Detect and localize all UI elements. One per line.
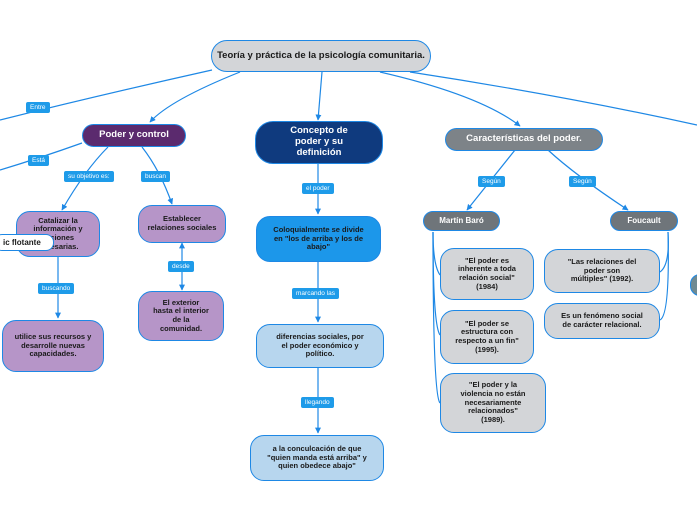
floating-topic-node[interactable]: ic flotante [0,234,54,251]
catalizar-text: Catalizar la información y acciones nece… [33,215,83,251]
poder-control-title: Poder y control [99,129,169,141]
concepto-title: Concepto de poder y su definición [290,125,348,158]
coloquialmente-text: Coloquialmente se divide en "los de arri… [273,225,364,252]
establecer-text: Establecer relaciones sociales [147,214,217,232]
diferencias-node[interactable]: diferencias sociales, por el poder econó… [256,324,384,368]
edge-root-right [409,71,697,126]
edge-root-poder [149,71,241,123]
label-segun-1[interactable]: Según [478,176,505,188]
foucault-name: Foucault [627,216,661,226]
exterior-text: El exterior hasta el interior de la comu… [153,297,209,333]
martin-item-1-text: "El poder es inherente a toda relación s… [458,255,516,291]
utilice-node[interactable]: utilice sus recursos y desarrolle nuevas… [2,320,104,372]
label-buscando[interactable]: buscando [38,283,75,295]
coloquialmente-node[interactable]: Coloquialmente se divide en "los de arri… [256,216,381,262]
martin-item-3-text: "El poder y la violencia no están necesa… [460,380,526,424]
edge-foucault-item2 [659,231,669,321]
establecer-node[interactable]: Establecer relaciones sociales [138,205,226,243]
martin-item-2-text: "El poder se estructura con respecto a u… [455,318,519,354]
caracteristicas-title: Características del poder. [466,133,582,145]
exterior-node[interactable]: El exterior hasta el interior de la comu… [138,291,224,341]
foucault-item-2-text: Es un fenómeno social de carácter relaci… [561,311,643,329]
martin-baro-node[interactable]: Martín Baró [423,211,500,231]
label-su-objetivo[interactable]: su objetivo es: [64,171,114,183]
label-entre[interactable]: Entre [26,102,50,114]
edge-martin-item1 [432,231,441,276]
label-esta[interactable]: Está [28,155,50,167]
martin-baro-name: Martín Baró [439,216,484,226]
label-marcando-las[interactable]: marcando las [292,288,340,300]
conculcacion-text: a la conculcación de que "quien manda es… [267,444,367,471]
martin-item-3[interactable]: "El poder y la violencia no están necesa… [440,373,546,433]
label-segun-2[interactable]: Según [569,176,596,188]
poder-control-node[interactable]: Poder y control [82,124,186,147]
conculcacion-node[interactable]: a la conculcación de que "quien manda es… [250,435,384,481]
label-el-poder[interactable]: el poder [302,183,334,195]
foucault-item-2[interactable]: Es un fenómeno social de carácter relaci… [544,303,660,339]
foucault-item-1[interactable]: "Las relaciones del poder son múltiples"… [544,249,660,293]
edge-martin-item3 [432,231,441,404]
edge-root-caract [379,71,521,127]
floating-topic-text: ic flotante [3,237,41,247]
label-buscan[interactable]: buscan [141,171,170,183]
label-desde[interactable]: desde [168,261,194,273]
utilice-text: utilice sus recursos y desarrolle nuevas… [14,332,92,359]
root-node[interactable]: Teoría y práctica de la psicología comun… [211,40,431,72]
concepto-node[interactable]: Concepto de poder y su definición [255,121,383,164]
root-title: Teoría y práctica de la psicología comun… [217,49,425,61]
edge-root-left [0,69,213,121]
martin-item-1[interactable]: "El poder es inherente a toda relación s… [440,248,534,300]
martin-item-2[interactable]: "El poder se estructura con respecto a u… [440,310,534,364]
foucault-item-1-text: "Las relaciones del poder son múltiples"… [567,257,637,284]
label-llegando[interactable]: llegando [301,397,334,409]
foucault-node[interactable]: Foucault [610,211,678,231]
edge-root-concepto [315,71,323,121]
edge-foucault-item1 [659,231,669,273]
diferencias-text: diferencias sociales, por el poder econó… [276,332,364,359]
caracteristicas-node[interactable]: Características del poder. [445,128,603,151]
